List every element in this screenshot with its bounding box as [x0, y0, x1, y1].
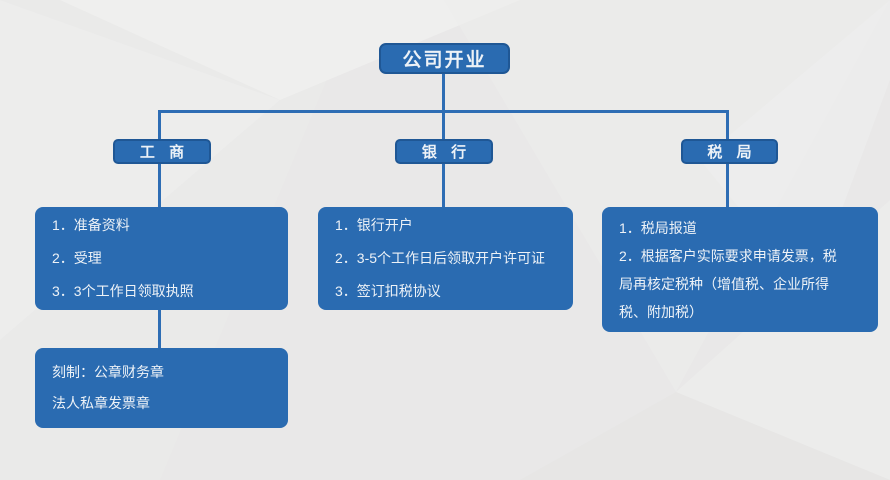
seal-line: 法人私章发票章 — [52, 395, 150, 411]
header-gongshang-label: 工 商 — [139, 144, 190, 161]
gongshang-step: 2．受理 — [52, 250, 102, 266]
header-shuiju-label: 税 局 — [707, 144, 757, 161]
header-yinhang-label: 银 行 — [421, 144, 472, 161]
header-gongshang: 工 商 — [113, 139, 211, 164]
header-shuiju: 税 局 — [681, 139, 778, 164]
shuiju-step: 1．税局报道 — [619, 219, 697, 236]
shuiju-step: 2．根据客户实际要求申请发票，税局再核定税种（增值税、企业所得税、附加税） — [619, 247, 837, 320]
yinhang-step: 3．签订扣税协议 — [335, 283, 441, 299]
yinhang-step: 2．3-5个工作日后领取开户许可证 — [335, 250, 546, 266]
content-box-yinhang: 1．银行开户 2．3-5个工作日后领取开户许可证 3．签订扣税协议 — [318, 207, 573, 310]
title-box: 公司开业 — [379, 43, 510, 74]
content-box-gongshang: 1．准备资料 2．受理 3．3个工作日领取执照 — [35, 207, 288, 310]
content-box-shuiju: 1．税局报道 2．根据客户实际要求申请发票，税局再核定税种（增值税、企业所得税、… — [602, 207, 878, 332]
seal-line: 刻制：公章财务章 — [52, 364, 164, 380]
title-label: 公司开业 — [402, 50, 487, 71]
connector-gongshang-seal — [158, 310, 161, 348]
header-yinhang: 银 行 — [395, 139, 493, 164]
gongshang-step: 3．3个工作日领取执照 — [52, 283, 194, 299]
connector-title-drop — [442, 72, 445, 112]
seal-box: 刻制：公章财务章 法人私章发票章 — [35, 348, 288, 428]
gongshang-step: 1．准备资料 — [52, 217, 130, 233]
yinhang-step: 1．银行开户 — [335, 217, 413, 233]
